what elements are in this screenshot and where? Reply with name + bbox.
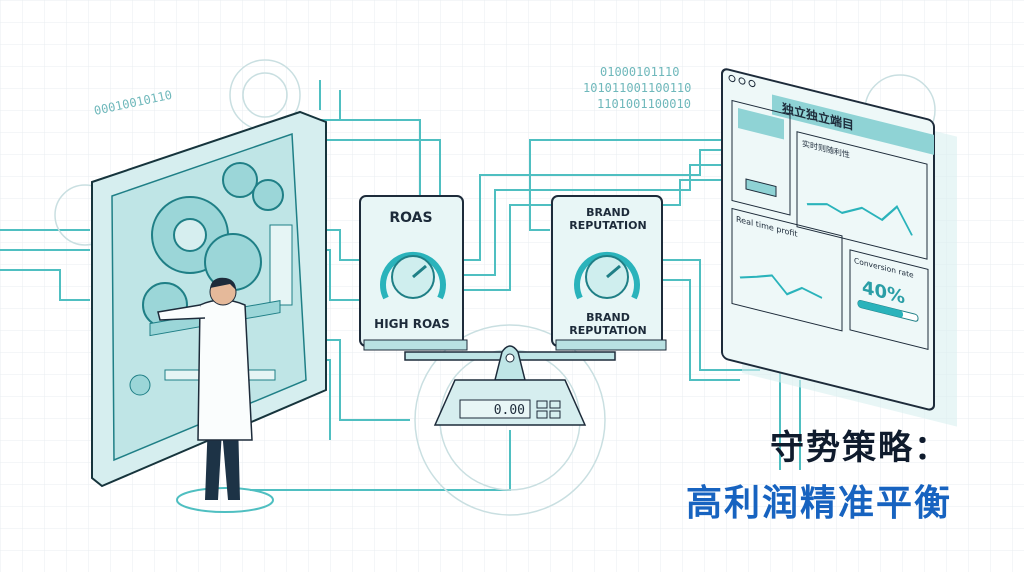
headline-line-2: 高利润精准平衡 xyxy=(686,483,953,524)
gauge-needle-icon xyxy=(412,264,427,279)
control-monitor xyxy=(91,110,327,488)
roas-title: ROAS xyxy=(389,210,432,226)
chart1-line xyxy=(806,203,913,236)
gear-icon xyxy=(142,162,284,328)
scale-display: 0.00 xyxy=(494,403,525,418)
binary-line-3: 1101001100010 xyxy=(597,97,691,111)
binary-line-1: 01000101110 xyxy=(600,65,679,79)
brand-reputation-card: BRAND REPUTATION BRAND REPUTATION xyxy=(551,195,667,351)
circuit-lines xyxy=(0,80,801,491)
brand-caption-1: BRAND xyxy=(586,311,630,324)
brand-title-1: BRAND xyxy=(586,206,630,219)
roas-caption: HIGH ROAS xyxy=(374,317,450,331)
scientist xyxy=(157,277,274,513)
roas-card: ROAS HIGH ROAS xyxy=(359,195,468,351)
balance-scale: 0.00 xyxy=(404,345,616,426)
headline-line-1: 守势策略： xyxy=(770,428,950,468)
dashboard-window: 独立独立端目 实时则随利性 Real time profit Conversio… xyxy=(721,68,957,427)
conversion-progress-fill xyxy=(858,300,903,318)
brand-caption-2: REPUTATION xyxy=(569,324,646,337)
chart2-line xyxy=(739,274,823,299)
binary-line-2: 101011001100110 xyxy=(583,81,691,95)
brand-title-2: REPUTATION xyxy=(569,219,646,232)
gauge-needle-icon xyxy=(606,264,621,279)
